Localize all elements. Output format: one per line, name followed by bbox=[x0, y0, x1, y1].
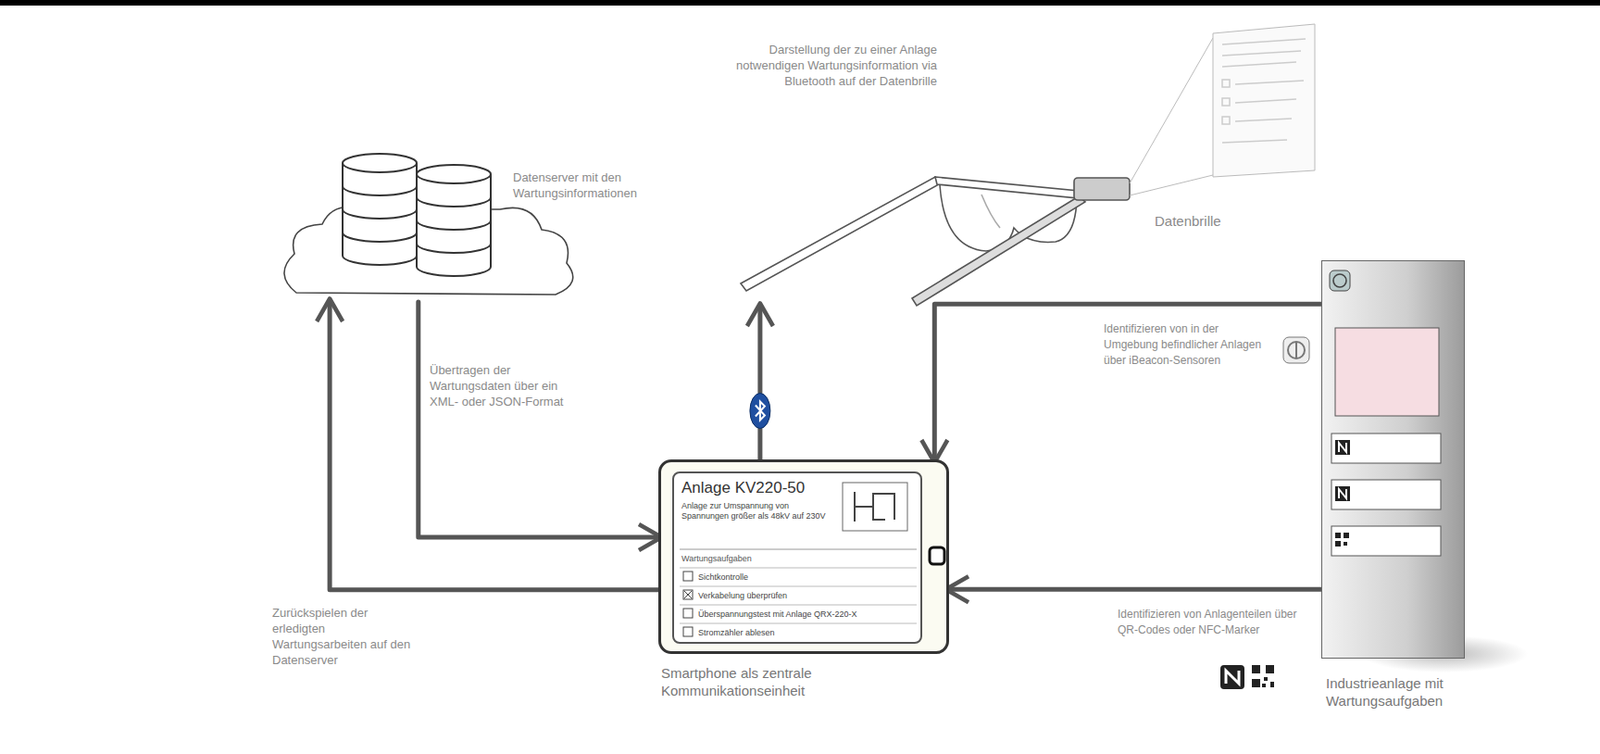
data-glasses: Datenbrille bbox=[740, 176, 1130, 307]
flow-arrow bbox=[949, 587, 1322, 592]
node-text: Sichtkontrolle bbox=[698, 572, 749, 582]
node-text: Stromzähler ablesen bbox=[698, 627, 775, 638]
node-text: Anlage zur Umspannung von Spannungen grö… bbox=[681, 500, 835, 522]
flow-arrow bbox=[329, 301, 659, 590]
phone-screen: Anlage KV220-50Anlage zur Umspannung von… bbox=[672, 471, 923, 644]
edge-label: Darstellung der zu einer Anlage notwendi… bbox=[703, 40, 939, 90]
node-title: Datenserver mit den Wartungsinformatione… bbox=[511, 168, 673, 202]
node-text: Wartungsaufgaben bbox=[681, 553, 752, 563]
edge-label: Identifizieren von in der Umgebung befin… bbox=[1101, 320, 1277, 370]
cloud-server: Datenserver mit den Wartungsinformatione… bbox=[277, 144, 584, 302]
node-title: Datenbrille bbox=[1152, 212, 1268, 230]
node-title: Anlage KV220-50 bbox=[681, 478, 805, 498]
smartphone: Smartphone als zentrale Kommunikationsei… bbox=[658, 459, 950, 654]
nfc-icon bbox=[1220, 664, 1245, 689]
flow-arrow bbox=[934, 303, 1322, 460]
node-title: Industrieanlage mit Wartungsaufgaben bbox=[1325, 674, 1512, 710]
node-text: Überspannungstest mit Anlage QRX-220-X bbox=[698, 609, 858, 619]
bluetooth-icon bbox=[750, 393, 771, 429]
qr-icon bbox=[1251, 664, 1275, 688]
edge-label: Identifizieren von Anlagenteilen über QR… bbox=[1115, 605, 1319, 639]
node-title: Smartphone als zentrale Kommunikationsei… bbox=[661, 663, 958, 700]
ibeacon-icon bbox=[1283, 337, 1310, 363]
flow-arrow bbox=[757, 306, 763, 460]
industrial-plant: Industrieanlage mit Wartungsaufgaben bbox=[1321, 260, 1465, 659]
node-text: Verkabelung überprüfen bbox=[698, 590, 788, 600]
flow-arrow bbox=[418, 301, 659, 538]
edge-label: Übertragen der Wartungsdaten über ein XM… bbox=[427, 361, 585, 411]
edge-label: Zurückspielen der erledigten Wartungsarb… bbox=[270, 603, 423, 669]
node-shape bbox=[1322, 261, 1466, 660]
